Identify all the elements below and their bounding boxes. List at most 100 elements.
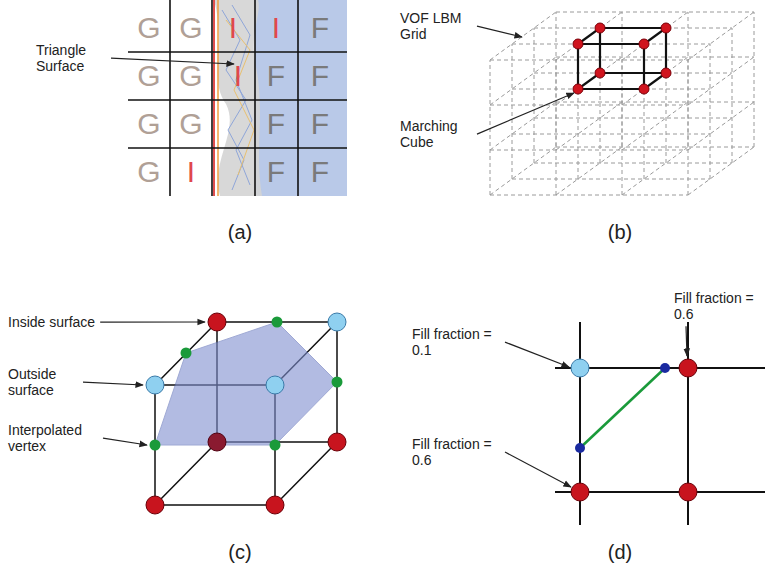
cube-edges	[155, 322, 337, 505]
leader-line	[477, 26, 522, 37]
outside-vertex	[328, 313, 346, 331]
callout-label: Triangle Surface	[36, 42, 106, 74]
grid-line	[556, 12, 754, 13]
cell-letter: G	[137, 61, 160, 91]
callout-label: Interpolated vertex	[8, 422, 98, 454]
grid-line	[556, 57, 754, 58]
grid-line	[490, 102, 556, 150]
grid-line	[688, 57, 754, 105]
grid-line	[490, 60, 491, 195]
interpolated-vertex	[332, 377, 343, 388]
grid-line	[490, 195, 688, 196]
grid-line	[688, 147, 754, 195]
interpolated-vertex	[270, 440, 281, 451]
cube-vertices	[146, 313, 346, 514]
cube-edge	[578, 88, 644, 90]
interpolated-vertex	[272, 317, 283, 328]
grid-line	[128, 99, 347, 101]
cube-side	[155, 322, 337, 505]
grid-line	[556, 102, 622, 150]
grid-line	[490, 147, 556, 195]
cell-letter: I	[272, 13, 280, 43]
cell-letter: F	[267, 61, 285, 91]
grid-line	[578, 44, 579, 179]
callout-label: Fill fraction = 0.6	[674, 290, 762, 322]
cell-grid	[128, 0, 347, 196]
grid-line	[490, 105, 688, 106]
grid-line	[512, 89, 710, 90]
surface-mesh	[226, 20, 254, 175]
grid-line	[666, 28, 667, 163]
callout-label: VOF LBM Grid	[400, 10, 472, 42]
grid-node	[595, 68, 605, 78]
grid-line	[622, 12, 688, 60]
cube-edge	[599, 28, 601, 73]
inside-vertex	[679, 359, 697, 377]
panel-label: (c)	[228, 541, 251, 564]
grid-line	[128, 51, 347, 53]
cube-edge	[643, 44, 645, 89]
grid-line	[490, 12, 556, 60]
inside-vertex	[328, 433, 346, 451]
leader-line	[83, 382, 143, 385]
surface-mesh	[222, 5, 252, 190]
isosurface-polygon	[155, 322, 337, 445]
grid-node	[639, 39, 649, 49]
grid-line	[688, 60, 689, 195]
interpolated-vertex	[181, 348, 192, 359]
grid-line	[600, 28, 601, 163]
interface-line	[213, 0, 215, 196]
inside-vertex	[208, 313, 226, 331]
callout-label: Inside surface	[8, 314, 95, 330]
grid-line	[297, 0, 299, 196]
leader-line	[100, 321, 205, 322]
grid-node	[661, 23, 671, 33]
grid-line	[534, 73, 732, 74]
callout-label: Outside surface	[8, 366, 78, 398]
grid-line	[688, 12, 754, 60]
triangle-surface	[214, 0, 262, 196]
cell-letter: G	[137, 109, 160, 139]
leader-line	[505, 342, 569, 367]
grid-line	[490, 150, 688, 151]
grid-line	[644, 44, 645, 179]
grid-line	[556, 60, 557, 195]
grid-line	[622, 60, 623, 195]
inside-vertex	[146, 496, 164, 514]
grid-line	[169, 0, 171, 196]
cell-letter: F	[311, 61, 329, 91]
cell-letter: G	[137, 13, 160, 43]
cell-letter: G	[137, 157, 160, 187]
interpolated-point	[575, 443, 585, 453]
inside-vertex	[571, 483, 589, 501]
cell-letter: F	[311, 13, 329, 43]
grid-node	[573, 39, 583, 49]
cell-letter: F	[311, 157, 329, 187]
outside-vertex	[571, 359, 589, 377]
cell-letter: F	[267, 109, 285, 139]
grid-line	[254, 0, 256, 196]
leader-line	[477, 93, 574, 134]
cube-edge	[578, 43, 644, 45]
inside-vertex	[679, 483, 697, 501]
grid-line	[534, 118, 732, 119]
grid-line	[490, 60, 688, 61]
grid-line	[622, 57, 688, 105]
grid-line	[556, 102, 754, 103]
cell-letter: F	[267, 157, 285, 187]
inside-vertex	[266, 496, 284, 514]
cell-letter: G	[179, 61, 202, 91]
cube-edge	[577, 44, 579, 89]
panel-label: (a)	[228, 221, 252, 244]
generated-strokes	[83, 12, 754, 487]
grid-line	[534, 28, 535, 163]
cube-edge	[600, 72, 666, 74]
grid-line	[512, 44, 710, 45]
grid-line	[128, 147, 347, 149]
interpolated-edge	[580, 368, 665, 448]
panel-label: (d)	[608, 541, 632, 564]
grid-node	[661, 68, 671, 78]
leader-line	[505, 452, 571, 487]
